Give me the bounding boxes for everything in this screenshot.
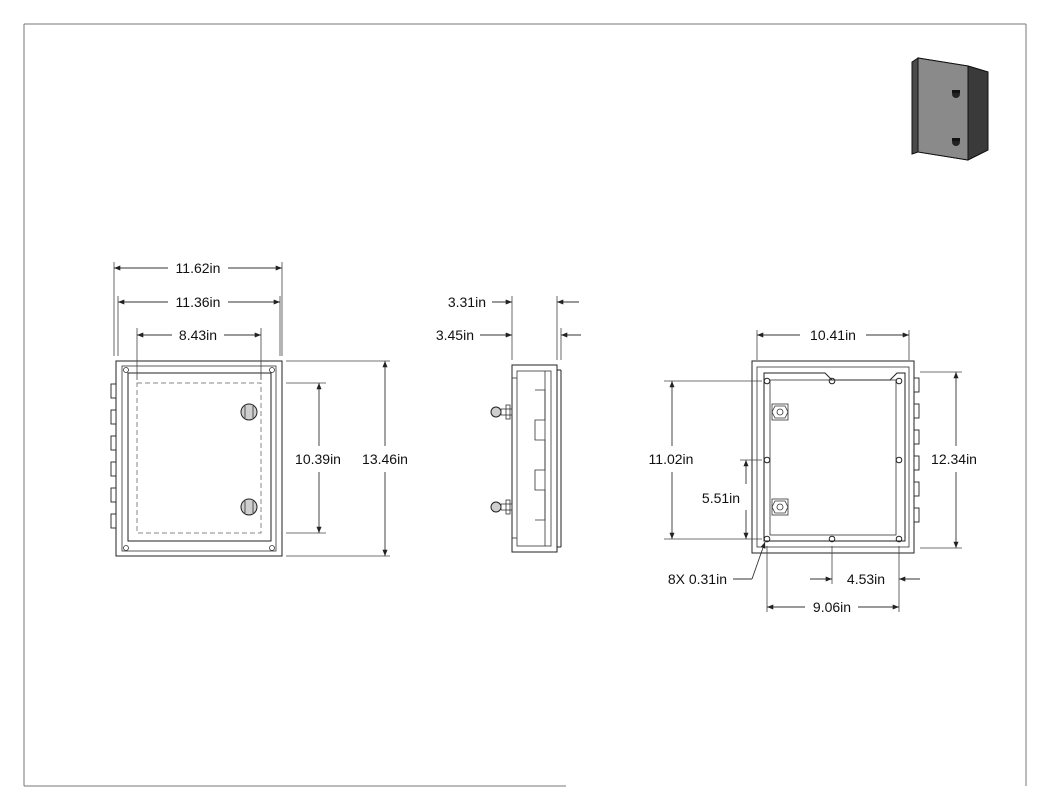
dim-side-depth-b: 3.45in xyxy=(436,327,474,343)
dim-front-body-width: 11.36in xyxy=(176,294,221,310)
front-dimensions: 11.62in 11.36in 8.43in 10.39in 13.46in xyxy=(113,260,408,557)
dim-back-overall-height: 12.34in xyxy=(931,451,977,467)
dim-side-depth-a: 3.31in xyxy=(448,294,486,310)
dim-back-hole-count-dia: 8X 0.31in xyxy=(668,571,727,587)
sheet-border xyxy=(23,23,1027,787)
dim-back-hole-spacing: 9.06in xyxy=(813,599,851,615)
front-view xyxy=(110,360,283,557)
latch-bracket-icon xyxy=(771,498,789,516)
dim-front-outer-width: 11.62in xyxy=(176,260,221,276)
dim-back-hole-width: 10.41in xyxy=(810,327,856,343)
key-lock-icon xyxy=(490,404,513,420)
mounting-hole-icon xyxy=(763,377,903,543)
dim-back-hole-half-width: 4.53in xyxy=(847,571,885,587)
key-lock-icon xyxy=(490,499,513,515)
latch-knob-icon xyxy=(240,498,258,516)
dim-back-hole-height: 11.02in xyxy=(649,451,694,467)
side-dimensions: 3.31in 3.45in xyxy=(436,294,581,360)
back-view xyxy=(751,360,920,554)
dim-front-overall-height: 13.46in xyxy=(362,451,408,467)
dim-front-window-width: 8.43in xyxy=(179,327,217,343)
side-view xyxy=(490,364,562,553)
latch-bracket-icon xyxy=(771,403,789,421)
dim-back-hole-half-height: 5.51in xyxy=(702,490,740,506)
enclosure-3d-thumbnail-icon xyxy=(911,57,989,161)
dim-front-window-height: 10.39in xyxy=(295,451,341,467)
back-dimensions: 10.41in 11.02in 5.51in 12.34in 8X 0.31in… xyxy=(649,327,977,615)
latch-knob-icon xyxy=(240,403,258,421)
